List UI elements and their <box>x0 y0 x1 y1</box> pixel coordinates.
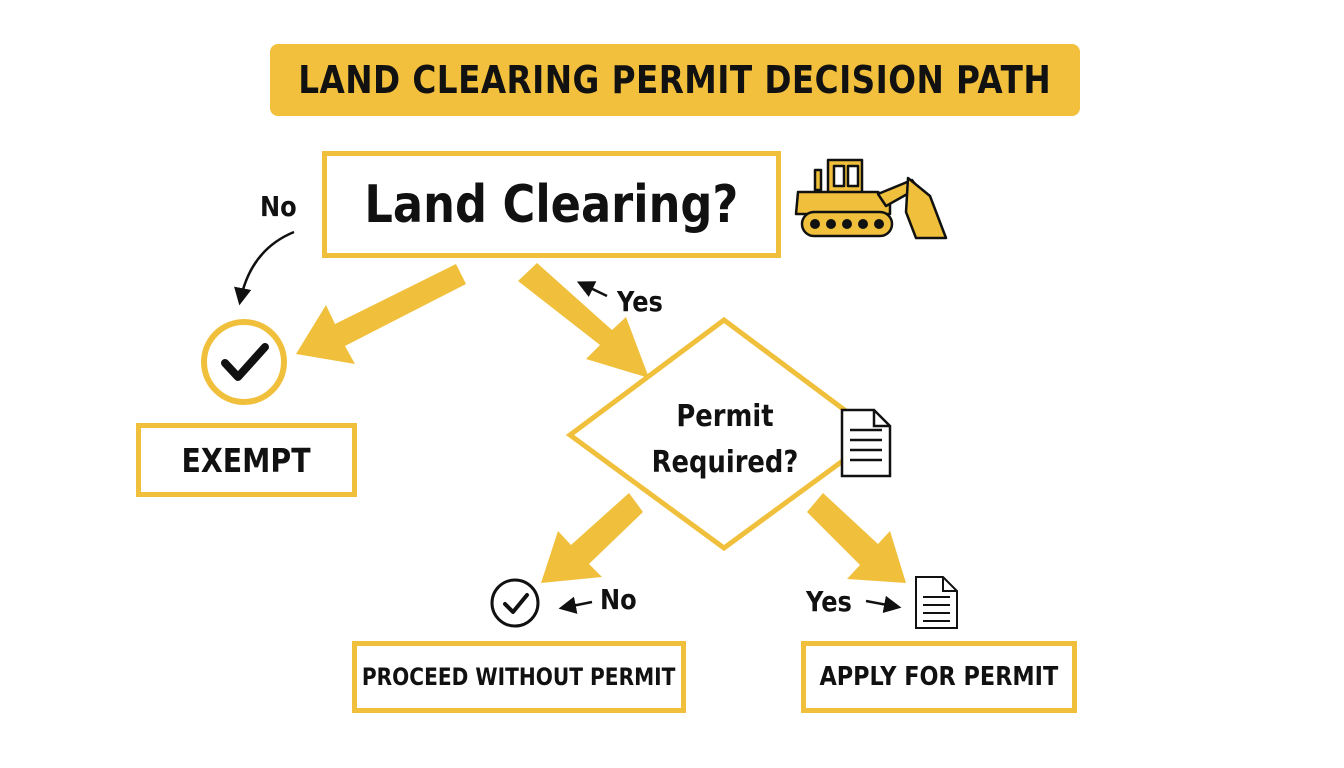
apply-label: APPLY FOR PERMIT <box>819 662 1059 692</box>
apply-box: APPLY FOR PERMIT <box>801 641 1077 713</box>
exempt-box: EXEMPT <box>136 423 357 497</box>
exempt-label: EXEMPT <box>181 440 312 480</box>
arrow-to-apply <box>807 493 906 583</box>
yes-pointer-arrow <box>576 281 608 298</box>
no-pointer-arrow <box>558 596 593 614</box>
proceed-box: PROCEED WITHOUT PERMIT <box>352 641 686 713</box>
branch-label-no-bottom: No <box>600 583 637 616</box>
decision-diamond <box>565 316 883 552</box>
arrow-to-permit-question <box>518 263 649 378</box>
title-banner: LAND CLEARING PERMIT DECISION PATH <box>270 44 1080 116</box>
no-curved-arrow <box>234 230 295 306</box>
check-circle-icon <box>201 319 287 405</box>
arrow-to-exempt <box>296 264 466 364</box>
permit-required-question: Permit Required? <box>590 394 860 486</box>
land-clearing-question-box: Land Clearing? <box>322 151 781 258</box>
branch-label-no: No <box>260 190 297 223</box>
bulldozer-icon <box>794 158 948 240</box>
arrow-to-proceed <box>541 493 643 583</box>
yes-pointer-arrow-bottom <box>865 595 902 614</box>
document-small-icon <box>915 576 958 629</box>
land-clearing-question: Land Clearing? <box>364 174 739 235</box>
permit-question-line-1: Permit <box>676 399 774 434</box>
branch-label-yes: Yes <box>617 285 663 318</box>
permit-question-line-2: Required? <box>651 445 799 480</box>
proceed-label: PROCEED WITHOUT PERMIT <box>362 663 676 691</box>
check-circle-small-icon <box>490 578 540 628</box>
document-icon <box>840 408 892 478</box>
diagram-title: LAND CLEARING PERMIT DECISION PATH <box>298 58 1052 102</box>
branch-label-yes-bottom: Yes <box>806 585 852 618</box>
